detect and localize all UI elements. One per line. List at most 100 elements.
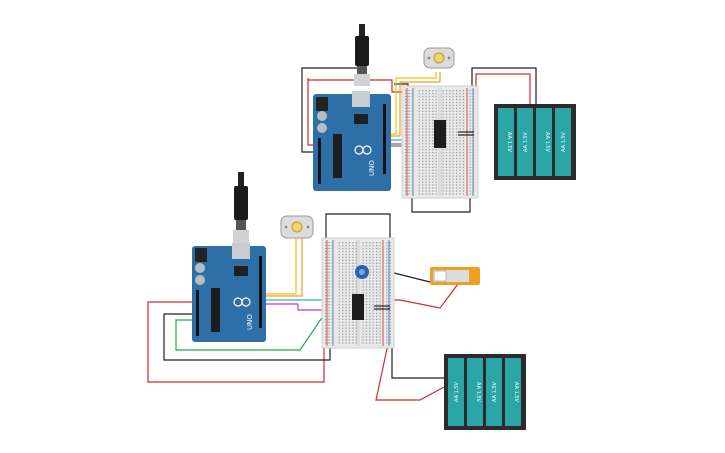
breadboard-hole [405, 154, 407, 157]
wire-black[interactable] [471, 67, 537, 104]
wire-orange[interactable] [264, 238, 303, 297]
breadboard-hole [372, 321, 374, 323]
breadboard-hole [338, 301, 340, 303]
breadboard-hole [328, 242, 330, 244]
breadboard-hole [405, 190, 407, 192]
breadboard-hole [442, 90, 444, 92]
ic-chip-icon[interactable] [352, 294, 364, 320]
breadboard-hole [442, 187, 444, 189]
breadboard-hole [372, 342, 374, 344]
breadboard-hole [428, 172, 431, 174]
breadboard-hole [372, 298, 374, 300]
breadboard-hole [445, 181, 448, 183]
capacitor-icon[interactable] [458, 131, 474, 136]
breadboard-hole [418, 160, 420, 163]
slide-switch-icon[interactable] [430, 267, 480, 285]
breadboard-hole [376, 283, 378, 285]
breadboard-hole [442, 157, 444, 160]
breadboard-hole [428, 181, 431, 183]
breadboard-hole [418, 110, 420, 112]
wire-yellow[interactable] [390, 72, 437, 135]
breadboard-hole [456, 134, 458, 136]
breadboard-hole [379, 327, 381, 329]
breadboard-hole [418, 122, 420, 124]
potentiometer-icon[interactable] [355, 265, 369, 279]
breadboard-hole [462, 92, 465, 95]
breadboard-hole [405, 90, 407, 92]
breadboard-hole [389, 253, 391, 256]
breadboard-hole [462, 125, 465, 127]
wire-red[interactable] [375, 343, 447, 401]
wire-black[interactable] [325, 213, 391, 238]
breadboard[interactable] [321, 237, 395, 349]
breadboard-hole [425, 149, 427, 151]
breadboard-hole [376, 259, 378, 261]
breadboard-hole [459, 92, 461, 95]
breadboard-hole [432, 95, 434, 98]
breadboard-hole [445, 187, 448, 189]
breadboard-hole [473, 163, 475, 166]
breadboard-hole [408, 131, 410, 133]
wire-red[interactable] [475, 73, 531, 104]
battery-pack[interactable]: AA 1.5V AA 1.5V AA 1.5V AA 1.5V [494, 104, 576, 180]
breadboard-hole [456, 125, 458, 127]
arduino-board[interactable]: UNO [313, 91, 391, 191]
breadboard-hole [345, 283, 347, 285]
wire-black[interactable] [411, 186, 471, 213]
battery-pack[interactable]: AA 1.5V AA 1.5V AA 1.5V AA 1.5V [444, 354, 526, 430]
wire-orange[interactable] [390, 72, 441, 137]
breadboard-hole [355, 289, 357, 291]
wire-magenta[interactable] [264, 303, 330, 311]
dc-motor-icon[interactable] [280, 215, 314, 239]
dc-motor-icon[interactable] [423, 47, 455, 69]
wire-black[interactable] [389, 271, 431, 283]
breadboard-hole [452, 104, 454, 107]
breadboard-hole [342, 333, 344, 335]
wire-black[interactable] [301, 67, 360, 153]
breadboard-hole [452, 175, 454, 177]
breadboard-hole [459, 113, 461, 115]
arduino-board[interactable]: UNO [192, 243, 266, 342]
breadboard-hole [386, 289, 388, 291]
breadboard-hole [422, 187, 424, 189]
breadboard-hole [425, 146, 427, 148]
breadboard-hole [432, 107, 434, 109]
breadboard-hole [442, 178, 444, 180]
wire-yellow[interactable] [264, 238, 297, 295]
breadboard-hole [425, 131, 427, 133]
breadboard-hole [405, 110, 407, 112]
breadboard-hole [405, 172, 407, 174]
breadboard-hole [345, 298, 347, 300]
wire-green[interactable] [175, 299, 335, 351]
breadboard-hole [331, 268, 334, 270]
breadboard-holes [405, 90, 475, 195]
breadboard-hole [328, 318, 330, 320]
breadboard-hole [428, 178, 431, 180]
capacitor-icon[interactable] [374, 305, 390, 310]
breadboard-hole [428, 166, 431, 168]
breadboard-hole [372, 301, 374, 303]
breadboard-hole [422, 137, 424, 139]
breadboard-hole [369, 318, 371, 320]
breadboard-hole [348, 298, 351, 300]
breadboard-hole [372, 247, 374, 250]
breadboard-hole [422, 116, 424, 118]
breadboard-hole [425, 110, 427, 112]
breadboard-hole [365, 244, 368, 247]
breadboard-hole [389, 286, 391, 288]
breadboard-hole [362, 321, 364, 323]
breadboard-hole [362, 330, 364, 332]
wire-red[interactable] [147, 301, 325, 383]
wire-red[interactable] [308, 79, 410, 93]
breadboard-hole [345, 303, 347, 306]
ic-chip-icon[interactable] [434, 120, 446, 148]
breadboard-hole [442, 104, 444, 107]
breadboard[interactable] [401, 85, 479, 199]
breadboard-hole [331, 318, 334, 320]
breadboard-hole [369, 286, 371, 288]
arduino-label: UNO [246, 314, 254, 330]
wire-black[interactable] [391, 344, 446, 379]
breadboard-hole [425, 113, 427, 115]
breadboard-hole [328, 309, 330, 312]
breadboard-hole [456, 104, 458, 107]
